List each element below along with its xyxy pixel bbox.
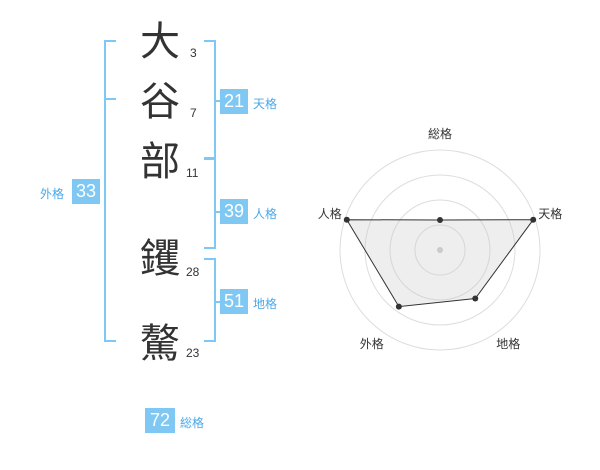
gaikaku-label: 外格 xyxy=(40,187,65,201)
radar-axis-label-5: 人格 xyxy=(318,206,342,221)
tenkaku-score-box: 21 xyxy=(220,89,248,114)
radar-point-5 xyxy=(343,216,350,223)
soukaku-score-box: 72 xyxy=(145,408,175,433)
name-char-2: 谷 xyxy=(140,79,180,125)
gaikaku-bracket xyxy=(104,40,116,342)
radar-data-polygon xyxy=(345,219,535,308)
radar-axis-label-2: 天格 xyxy=(538,206,562,221)
radar-axis-label-4: 外格 xyxy=(360,336,384,351)
gaikaku-bracket-mid-tick xyxy=(104,98,116,100)
radar-axis-label-3: 地格 xyxy=(496,336,520,351)
jinkaku-bracket xyxy=(204,158,216,249)
jinkaku-label: 人格 xyxy=(253,207,278,221)
gaikaku-score-box: 33 xyxy=(72,179,100,204)
radar-ring-4 xyxy=(339,149,541,351)
name-char-5: 驁 xyxy=(140,321,180,367)
chikaku-bracket xyxy=(204,258,216,342)
soukaku-label: 総格 xyxy=(180,416,205,430)
radar-ring-1 xyxy=(414,224,466,276)
name-char-4: 钁 xyxy=(140,236,180,282)
stroke-count-4: 28 xyxy=(186,265,200,279)
radar-point-1 xyxy=(437,217,443,223)
radar-point-3 xyxy=(472,295,479,302)
radar-point-2 xyxy=(530,216,537,223)
name-char-3: 部 xyxy=(140,139,180,185)
jinkaku-score-box: 39 xyxy=(220,199,248,224)
tenkaku-connector xyxy=(214,100,220,102)
tenkaku-label: 天格 xyxy=(253,97,278,111)
stroke-count-1: 3 xyxy=(190,46,197,60)
radar-center-dot xyxy=(437,247,443,253)
stroke-count-3: 11 xyxy=(186,166,199,180)
chikaku-score-box: 51 xyxy=(220,289,248,314)
chikaku-label: 地格 xyxy=(253,297,278,311)
radar-ring-2 xyxy=(389,199,491,301)
radar-point-4 xyxy=(395,303,402,310)
stroke-count-2: 7 xyxy=(190,106,197,120)
radar-axis-label-1: 総格 xyxy=(428,126,452,141)
jinkaku-connector xyxy=(214,211,220,213)
chikaku-connector xyxy=(214,301,220,303)
stroke-count-5: 23 xyxy=(186,346,200,360)
name-char-1: 大 xyxy=(140,19,180,65)
